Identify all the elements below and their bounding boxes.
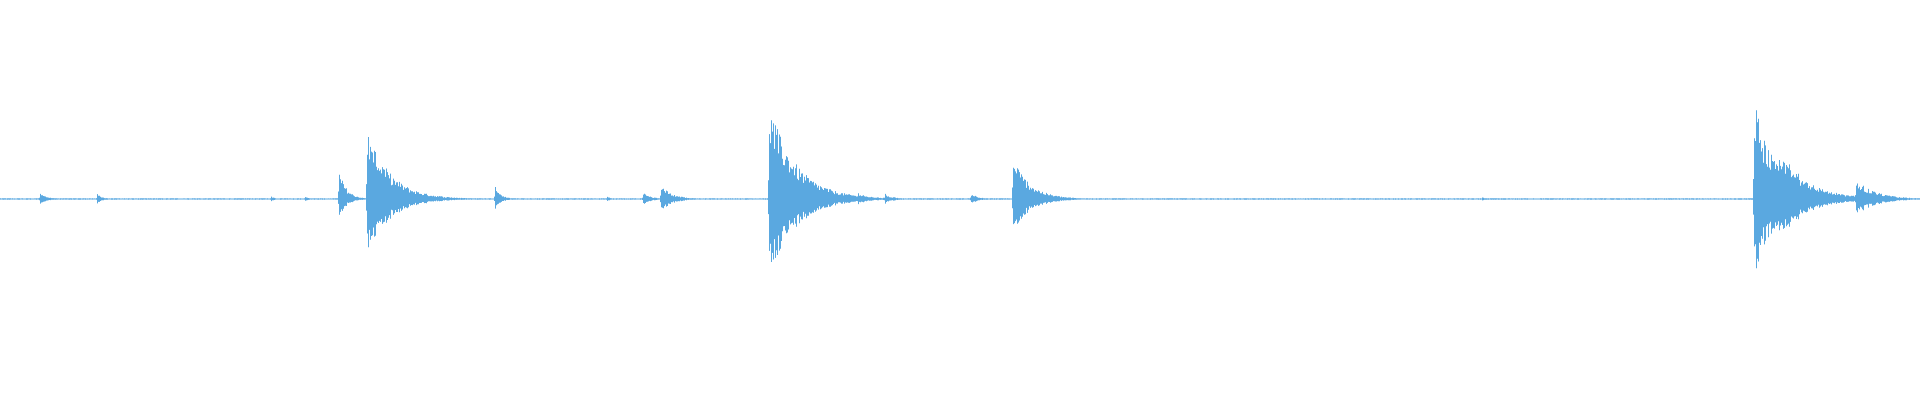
- waveform-signal: [0, 110, 1920, 269]
